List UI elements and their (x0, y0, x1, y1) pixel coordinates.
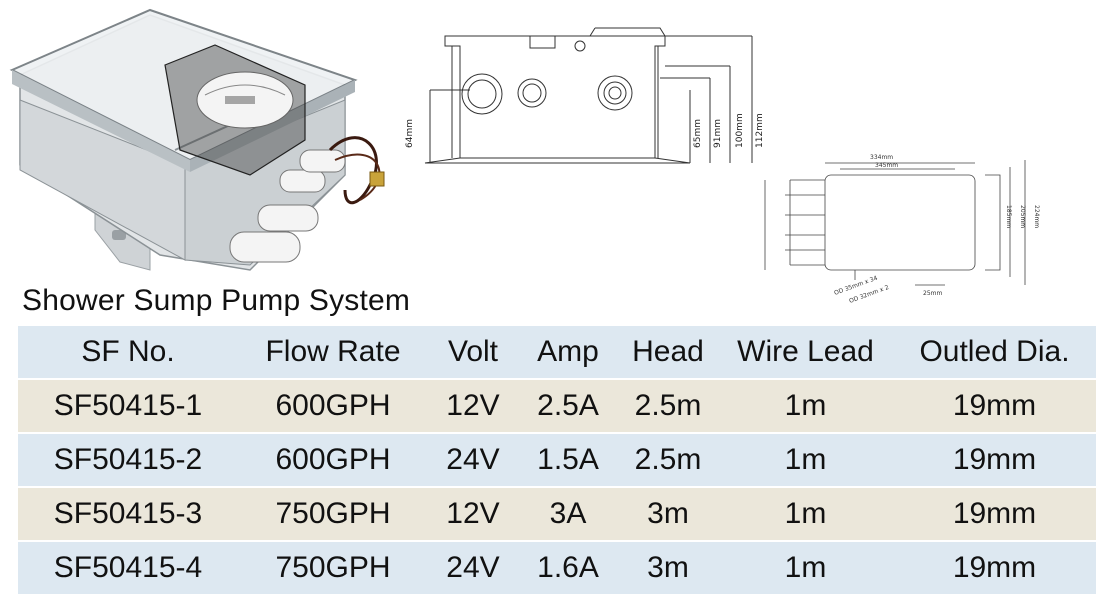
table-row: SF50415-1 600GPH 12V 2.5A 2.5m 1m 19mm (18, 378, 1096, 433)
dim-top-205: 205mm (1019, 205, 1026, 228)
cell-volt: 12V (428, 378, 518, 433)
cell-outlet-dia: 19mm (893, 540, 1096, 594)
cell-amp: 3A (518, 486, 618, 541)
header-outlet-dia: Outled Dia. (919, 335, 1070, 368)
dim-top-inner: 345mm (875, 162, 898, 169)
table-header-row: SF No. Flow Rate Volt Amp Head Wire Lead… (18, 326, 1096, 379)
dim-64mm: 64mm (405, 119, 415, 148)
table-row: SF50415-4 750GPH 24V 1.6A 3m 1m 19mm (18, 540, 1096, 594)
header-flow-rate: Flow Rate (265, 335, 401, 368)
cell-flow-rate: 600GPH (238, 378, 428, 433)
specs-table: SF No. Flow Rate Volt Amp Head Wire Lead… (18, 326, 1096, 594)
cell-sf-no: SF50415-1 (18, 378, 238, 433)
cell-outlet-dia: 19mm (893, 432, 1096, 487)
cell-head: 2.5m (618, 378, 718, 433)
header-amp: Amp (537, 335, 599, 368)
cell-amp: 2.5A (518, 378, 618, 433)
dim-top-width: 334mm (870, 154, 893, 161)
dim-112mm: 112mm (755, 113, 765, 148)
header-wire-lead: Wire Lead (737, 335, 874, 368)
dim-top-25mm: 25mm (923, 290, 942, 297)
dim-65mm: 65mm (693, 119, 703, 148)
header-volt: Volt (447, 335, 499, 368)
cell-sf-no: SF50415-3 (18, 486, 238, 541)
dim-100mm: 100mm (735, 113, 745, 148)
cell-flow-rate: 600GPH (238, 432, 428, 487)
cell-volt: 12V (428, 486, 518, 541)
cell-outlet-dia: 19mm (893, 486, 1096, 541)
cell-wire-lead: 1m (718, 486, 893, 541)
cell-outlet-dia: 19mm (893, 378, 1096, 433)
cell-flow-rate: 750GPH (238, 486, 428, 541)
cell-wire-lead: 1m (718, 540, 893, 594)
header-sf-no: SF No. (81, 335, 175, 368)
dim-top-224: 224mm (1033, 205, 1040, 228)
cell-head: 3m (618, 486, 718, 541)
cell-flow-rate: 750GPH (238, 540, 428, 594)
cell-sf-no: SF50415-2 (18, 432, 238, 487)
page-title: Shower Sump Pump System (22, 284, 411, 317)
cell-wire-lead: 1m (718, 378, 893, 433)
top-dimension-drawing: 334mm 345mm 185mm 205mm 224mm 25mm OD 35… (764, 154, 1040, 305)
cell-head: 2.5m (618, 432, 718, 487)
table-row: SF50415-3 750GPH 12V 3A 3m 1m 19mm (18, 486, 1096, 541)
cell-head: 3m (618, 540, 718, 594)
cell-volt: 24V (428, 432, 518, 487)
front-dimension-drawing: 64mm 65mm 91mm 100mm 112mm (405, 27, 765, 164)
cell-sf-no: SF50415-4 (18, 540, 238, 594)
dim-91mm: 91mm (713, 119, 723, 148)
cell-wire-lead: 1m (718, 432, 893, 487)
table-row: SF50415-2 600GPH 24V 1.5A 2.5m 1m 19mm (18, 432, 1096, 487)
header-head: Head (632, 335, 704, 368)
cell-volt: 24V (428, 540, 518, 594)
cell-amp: 1.6A (518, 540, 618, 594)
cell-amp: 1.5A (518, 432, 618, 487)
product-image (9, 8, 385, 271)
dim-top-185: 185mm (1005, 205, 1012, 228)
